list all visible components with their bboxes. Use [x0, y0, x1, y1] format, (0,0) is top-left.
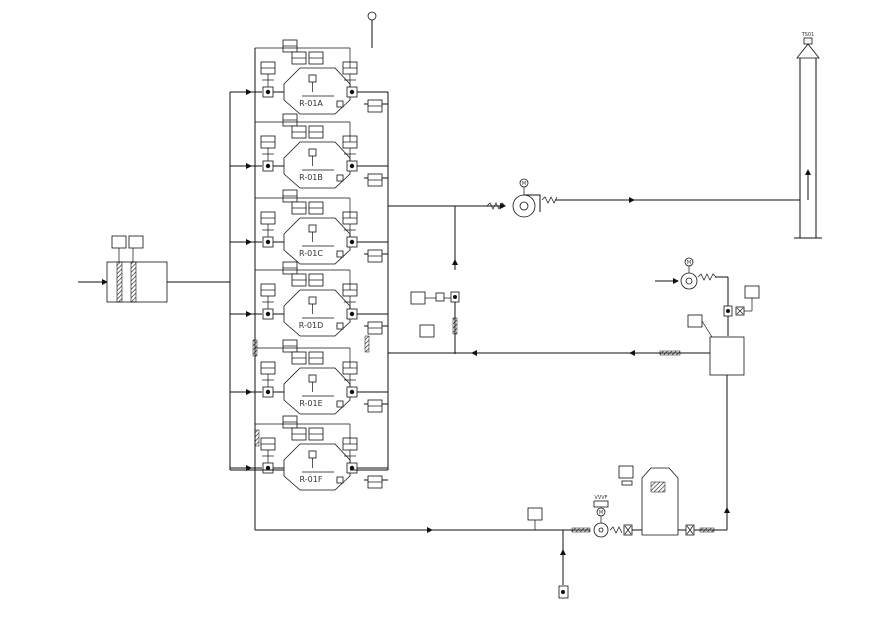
heater-system: M: [388, 257, 760, 530]
reactor-vessel: [283, 443, 351, 491]
fan-motor-label: M: [522, 181, 526, 187]
reactor-purge-valve: [336, 100, 344, 108]
reactor-outlet-valve-dot: [349, 389, 355, 395]
expansion-joint: [364, 335, 370, 353]
burner-fan-motor-label: M: [599, 510, 603, 516]
reactor-c: R-01C: [230, 189, 388, 265]
reactor-f: R-01F: [230, 415, 388, 491]
stack-label: TS01: [801, 32, 815, 38]
reactor-inlet-valve-dot: [265, 239, 271, 245]
reactor-d: R-01D: [230, 261, 388, 337]
reactor-vessel: [283, 289, 351, 337]
reactor-label: R-01F: [300, 475, 323, 484]
reactor-vessel: [283, 217, 351, 265]
reactor-inlet-valve-dot: [265, 89, 271, 95]
reactor-outlet-valve-dot: [349, 239, 355, 245]
reactor-b: R-01B: [230, 113, 388, 189]
reactor-outlet-valve-dot: [349, 89, 355, 95]
exhaust-stack: TS01: [794, 32, 822, 239]
exhaust-fan: M: [486, 178, 800, 218]
expansion-joint: [254, 429, 260, 447]
vvvf-label: VVVF: [594, 495, 607, 501]
reactor-inlet-valve-dot: [265, 389, 271, 395]
reactor-label: R-01B: [299, 173, 323, 182]
reactor-outlet-valve-dot: [349, 465, 355, 471]
reactor-label: R-01D: [299, 321, 323, 330]
expansion-joint: [252, 339, 258, 357]
reactor-e: R-01E: [230, 339, 388, 415]
reactor-label: R-01C: [299, 249, 323, 258]
reactor-bank: R-01A R-01B R-01C R-01D R-01E R-01F: [230, 39, 388, 491]
reactor-level-box: [308, 450, 317, 459]
reactor-inlet-arrow: [246, 239, 252, 245]
reactor-level-box: [308, 148, 317, 157]
reactor-purge-valve: [336, 400, 344, 408]
outlet-header: [367, 11, 506, 470]
reactor-inlet-valve-dot: [265, 465, 271, 471]
reactor-level-box: [308, 374, 317, 383]
reactor-purge-valve: [336, 476, 344, 484]
reactor-level-box: [308, 224, 317, 233]
inlet-header: [229, 48, 256, 530]
reactor-inlet-arrow: [246, 311, 252, 317]
reactor-inlet-arrow: [246, 163, 252, 169]
reactor-inlet-valve-dot: [265, 163, 271, 169]
reactor-vessel: [283, 67, 351, 115]
reactor-label: R-01E: [299, 399, 322, 408]
reactor-purge-valve: [336, 250, 344, 258]
reactor-a: R-01A: [230, 39, 388, 115]
reactor-inlet-valve-dot: [265, 311, 271, 317]
reactor-level-box: [308, 296, 317, 305]
heater-fan-motor-label: M: [687, 260, 691, 266]
reactor-outlet-valve-dot: [349, 311, 355, 317]
reactor-purge-valve: [336, 174, 344, 182]
inlet-filter: [78, 235, 230, 303]
reactor-purge-valve: [336, 322, 344, 330]
reactor-outlet-valve-dot: [349, 163, 355, 169]
reactor-label: R-01A: [299, 99, 323, 108]
reactor-inlet-arrow: [246, 89, 252, 95]
burner-section: M VVVF: [255, 465, 727, 599]
reactor-vessel: [283, 141, 351, 189]
reactor-vessel: [283, 367, 351, 415]
reactor-inlet-arrow: [246, 389, 252, 395]
reactor-level-box: [308, 74, 317, 83]
